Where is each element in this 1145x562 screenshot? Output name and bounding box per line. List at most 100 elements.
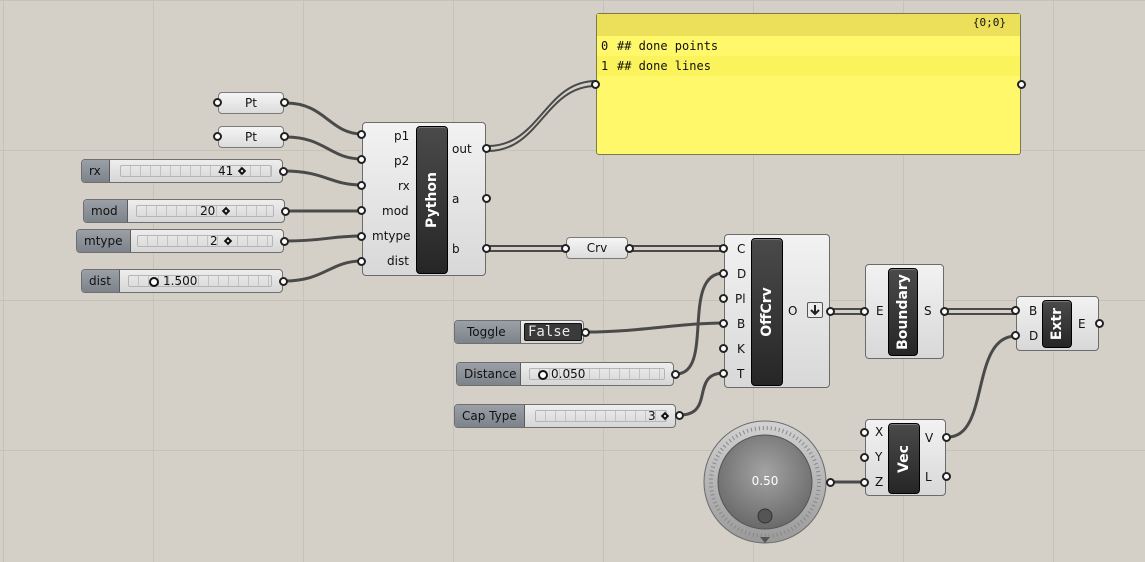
boundary-component[interactable]: E Boundary S: [865, 264, 944, 359]
slider-rx-output-grip[interactable]: [279, 167, 288, 176]
vec-output-grip-l[interactable]: [942, 472, 951, 481]
panel-row-1: 1 ## done lines: [597, 56, 1020, 76]
slider-rx-value: 41: [218, 164, 234, 178]
extr-input-b: B: [1029, 304, 1038, 318]
curve-param-input-grip[interactable]: [561, 244, 570, 253]
extr-input-grip-d[interactable]: [1011, 331, 1020, 340]
slider-distance[interactable]: Distance 0.050: [456, 362, 674, 386]
vec-output-l: L: [925, 470, 932, 484]
python-output-grip-out[interactable]: [482, 144, 491, 153]
python-input-grip-p1[interactable]: [357, 130, 366, 139]
extr-title: Extr: [1049, 307, 1065, 341]
vec-input-grip-x[interactable]: [860, 428, 869, 437]
boundary-output-grip-s[interactable]: [940, 307, 949, 316]
wire-out-panel-b: [487, 85, 597, 152]
offcrv-output-o: O: [788, 304, 798, 318]
wire-rx-rx: [282, 169, 364, 187]
slider-mtype[interactable]: mtype 2: [76, 229, 284, 253]
boundary-input-grip-e[interactable]: [860, 307, 869, 316]
slider-rx-track[interactable]: [120, 165, 272, 177]
python-input-grip-mtype[interactable]: [357, 232, 366, 241]
slider-dist-handle-icon[interactable]: [149, 277, 159, 287]
point-param-1[interactable]: Pt: [218, 92, 284, 114]
knob-output-grip[interactable]: [826, 478, 835, 487]
boolean-toggle[interactable]: Toggle False: [454, 320, 584, 344]
vector-component[interactable]: X Y Z Vec V L: [865, 419, 946, 496]
boundary-title-tab[interactable]: Boundary: [888, 268, 918, 356]
python-input-mtype: mtype: [372, 229, 411, 243]
offcrv-input-grip-pl[interactable]: [719, 294, 728, 303]
offcrv-input-grip-t[interactable]: [719, 369, 728, 378]
point-param-1-output-grip[interactable]: [280, 98, 289, 107]
slider-cap-type[interactable]: Cap Type 3: [454, 404, 676, 428]
extrude-component[interactable]: B D Extr E: [1016, 296, 1099, 351]
vec-output-grip-v[interactable]: [942, 433, 951, 442]
curve-param[interactable]: Crv: [566, 237, 628, 259]
boolean-toggle-value-box[interactable]: False: [524, 323, 582, 341]
offcrv-input-grip-d[interactable]: [719, 269, 728, 278]
python-input-p2: p2: [394, 154, 410, 168]
slider-distance-handle-icon[interactable]: [538, 370, 548, 380]
slider-mod[interactable]: mod 20: [83, 199, 285, 223]
python-output-out: out: [452, 142, 472, 156]
wire-pt2-p2: [284, 135, 364, 161]
offcrv-output-grip-o[interactable]: [826, 307, 835, 316]
python-input-grip-dist[interactable]: [357, 257, 366, 266]
slider-dist-track[interactable]: [128, 275, 272, 287]
vec-title-tab[interactable]: Vec: [888, 423, 920, 494]
slider-mod-output-grip[interactable]: [281, 207, 290, 216]
curve-param-output-grip[interactable]: [625, 244, 634, 253]
extr-output-grip-e[interactable]: [1095, 319, 1104, 328]
python-output-grip-a[interactable]: [482, 194, 491, 203]
panel-input-grip[interactable]: [591, 80, 600, 89]
output-panel[interactable]: {0;0} 0 ## done points 1 ## done lines: [596, 13, 1021, 155]
vec-input-grip-z[interactable]: [860, 478, 869, 487]
python-component[interactable]: p1 p2 rx mod mtype dist Python out a b: [362, 122, 486, 276]
offcrv-input-t: T: [737, 367, 745, 381]
slider-mod-track[interactable]: [136, 205, 274, 217]
flatten-arrow-icon[interactable]: [807, 302, 823, 318]
offset-curve-component[interactable]: C D Pl B K T OffCrv O: [724, 234, 830, 388]
panel-row-0-text: ## done points: [617, 39, 719, 53]
knob-dial-icon: [703, 420, 827, 544]
slider-distance-output-grip[interactable]: [671, 370, 680, 379]
point-param-2-output-grip[interactable]: [280, 132, 289, 141]
slider-mtype-output-grip[interactable]: [280, 237, 289, 246]
panel-path-header: {0;0}: [597, 14, 1020, 36]
extr-title-tab[interactable]: Extr: [1042, 300, 1072, 348]
slider-dist-output-grip[interactable]: [279, 277, 288, 286]
python-title-tab[interactable]: Python: [416, 126, 448, 274]
boolean-toggle-output-grip[interactable]: [581, 328, 590, 337]
offcrv-input-grip-c[interactable]: [719, 244, 728, 253]
python-input-grip-p2[interactable]: [357, 155, 366, 164]
number-knob[interactable]: 0.50: [702, 419, 828, 545]
panel-row-0: 0 ## done points: [597, 36, 1020, 56]
python-input-grip-mod[interactable]: [357, 206, 366, 215]
vec-input-grip-y[interactable]: [860, 453, 869, 462]
extr-input-grip-b[interactable]: [1011, 306, 1020, 315]
python-input-grip-rx[interactable]: [357, 181, 366, 190]
panel-row-1-index: 1: [601, 59, 609, 73]
boundary-title: Boundary: [895, 274, 911, 350]
slider-mod-label: mod: [84, 200, 128, 222]
python-input-p1: p1: [394, 129, 410, 143]
slider-distance-track[interactable]: [529, 368, 665, 380]
wire-vec-extr: [946, 334, 1018, 439]
python-output-grip-b[interactable]: [482, 244, 491, 253]
slider-mtype-track[interactable]: [137, 235, 273, 247]
slider-distance-value: 0.050: [551, 367, 586, 381]
slider-cap-type-output-grip[interactable]: [675, 411, 684, 420]
offcrv-input-grip-k[interactable]: [719, 344, 728, 353]
python-input-dist: dist: [387, 254, 409, 268]
offcrv-title-tab[interactable]: OffCrv: [751, 238, 783, 386]
slider-rx[interactable]: rx 41: [81, 159, 283, 183]
offcrv-input-d: D: [737, 267, 747, 281]
slider-dist[interactable]: dist 1.500: [81, 269, 283, 293]
slider-mod-value: 20: [200, 204, 216, 218]
offcrv-input-grip-b[interactable]: [719, 319, 728, 328]
point-param-2-input-grip[interactable]: [213, 132, 222, 141]
point-param-2[interactable]: Pt: [218, 126, 284, 148]
point-param-1-input-grip[interactable]: [213, 98, 222, 107]
panel-output-grip[interactable]: [1017, 80, 1026, 89]
boundary-output-s: S: [924, 304, 932, 318]
